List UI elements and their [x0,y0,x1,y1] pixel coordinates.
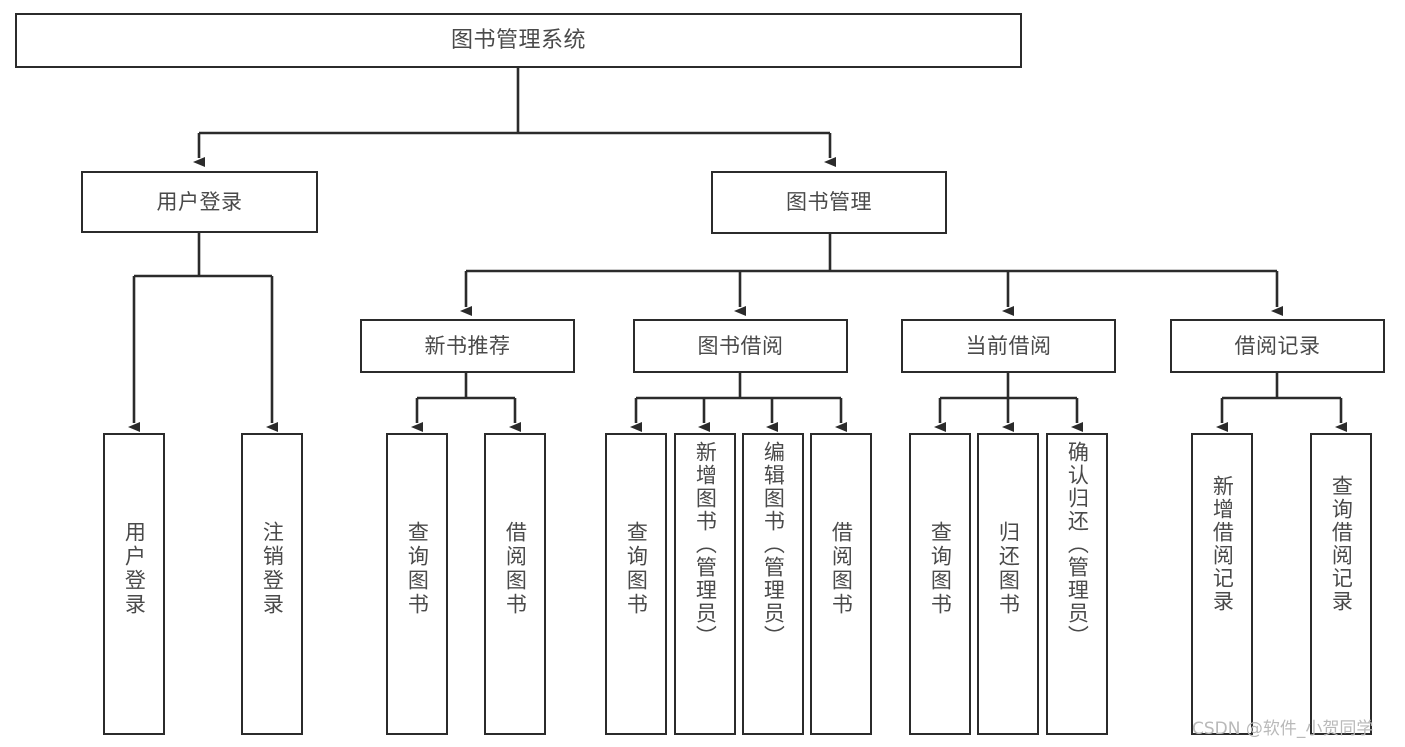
node-book-management-label: 图书管理 [786,190,872,215]
node-leaf-return-book-label: 归还图书 [996,521,1021,617]
node-leaf-edit-book[interactable]: 编辑图书（管理员） [742,433,804,735]
node-book-borrow[interactable]: 图书借阅 [633,319,848,373]
node-leaf-query-book-3[interactable]: 查询图书 [909,433,971,735]
node-root-label: 图书管理系统 [450,27,586,53]
watermark: CSDN @软件_小贺同学 [1192,719,1374,739]
node-user-login[interactable]: 用户登录 [81,171,318,233]
node-current-borrow[interactable]: 当前借阅 [901,319,1116,373]
node-root[interactable]: 图书管理系统 [15,13,1022,68]
node-borrow-record[interactable]: 借阅记录 [1170,319,1385,373]
node-user-login-label: 用户登录 [156,189,243,214]
node-leaf-return-book[interactable]: 归还图书 [977,433,1039,735]
node-leaf-logout-login-label: 注销登录 [260,521,285,617]
node-leaf-confirm-return-label: 确认归还（管理员） [1065,441,1090,648]
node-leaf-add-record[interactable]: 新增借阅记录 [1191,433,1253,735]
node-book-borrow-label: 图书借阅 [697,333,784,358]
node-leaf-query-book-1[interactable]: 查询图书 [386,433,448,735]
node-new-book-recommend[interactable]: 新书推荐 [360,319,575,373]
node-leaf-add-record-label: 新增借阅记录 [1210,475,1235,613]
node-leaf-borrow-book-2[interactable]: 借阅图书 [810,433,872,735]
node-leaf-query-book-1-label: 查询图书 [405,521,430,617]
node-leaf-add-book-label: 新增图书（管理员） [693,441,718,648]
node-leaf-query-book-3-label: 查询图书 [928,521,953,617]
node-current-borrow-label: 当前借阅 [965,333,1052,358]
node-leaf-borrow-book-1-label: 借阅图书 [503,521,528,617]
node-leaf-query-book-2[interactable]: 查询图书 [605,433,667,735]
node-leaf-query-book-2-label: 查询图书 [624,521,649,617]
node-book-management[interactable]: 图书管理 [711,171,947,234]
node-leaf-borrow-book-2-label: 借阅图书 [829,521,854,617]
node-new-book-recommend-label: 新书推荐 [424,333,511,358]
node-leaf-query-record-label: 查询借阅记录 [1329,475,1354,613]
node-leaf-borrow-book-1[interactable]: 借阅图书 [484,433,546,735]
node-leaf-user-login[interactable]: 用户登录 [103,433,165,735]
node-borrow-record-label: 借阅记录 [1234,333,1321,358]
node-leaf-confirm-return[interactable]: 确认归还（管理员） [1046,433,1108,735]
node-leaf-add-book[interactable]: 新增图书（管理员） [674,433,736,735]
node-leaf-query-record[interactable]: 查询借阅记录 [1310,433,1372,735]
node-leaf-user-login-label: 用户登录 [122,521,147,617]
node-leaf-logout-login[interactable]: 注销登录 [241,433,303,735]
node-leaf-edit-book-label: 编辑图书（管理员） [761,441,786,648]
